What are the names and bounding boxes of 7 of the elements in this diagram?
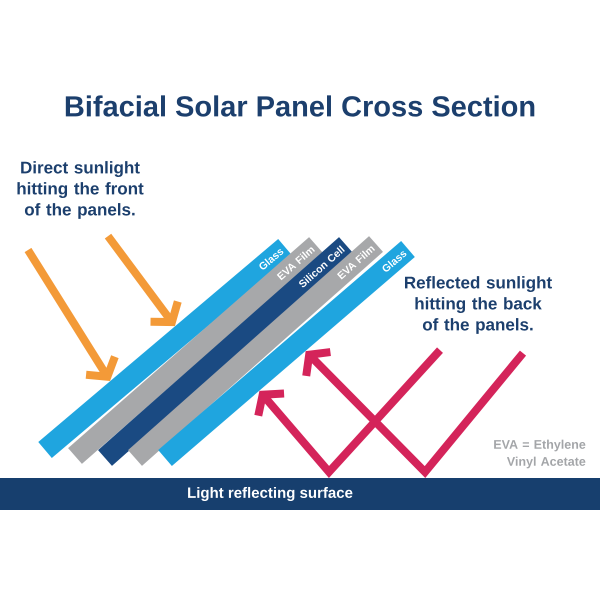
arrow <box>254 347 443 478</box>
arrow <box>302 348 526 478</box>
caption-text: Direct sunlight hitting the front of the panels. <box>17 161 144 219</box>
arrow <box>104 234 182 326</box>
surface-band: Light reflecting surface <box>0 478 600 510</box>
title: Bifacial Solar Panel Cross Section <box>66 95 534 117</box>
arrow <box>24 248 119 381</box>
